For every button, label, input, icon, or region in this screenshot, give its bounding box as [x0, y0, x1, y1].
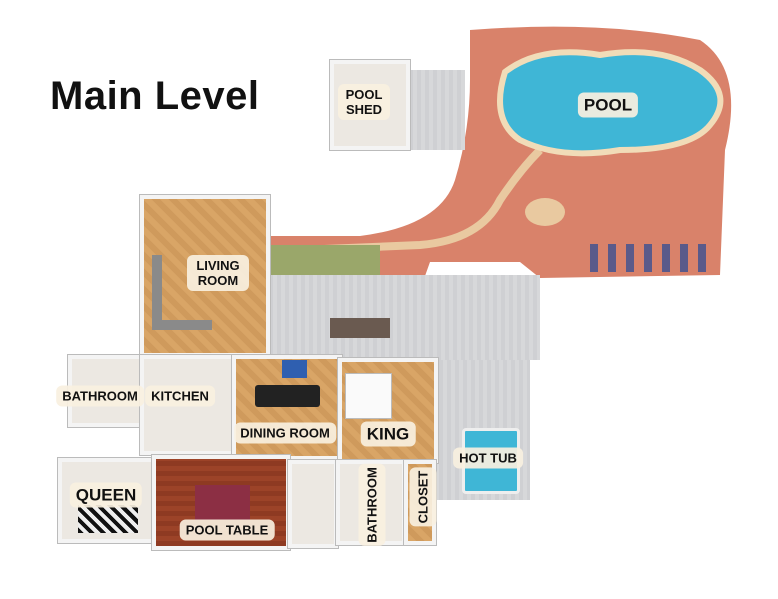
- stairs-area: [288, 460, 338, 548]
- pool-table-label: POOL TABLE: [179, 519, 275, 541]
- lounge-chairs: [590, 244, 706, 272]
- grass: [270, 245, 380, 280]
- pool-table-shape: [195, 485, 250, 520]
- living-room-label: LIVING ROOM: [187, 255, 249, 291]
- living-room-text: LIVING ROOM: [196, 258, 240, 288]
- page-title: Main Level: [50, 74, 260, 118]
- patio-circle: [525, 198, 565, 226]
- kitchen-label: KITCHEN: [145, 385, 215, 407]
- dining-table: [255, 385, 320, 407]
- pool-label: POOL: [577, 92, 639, 118]
- deck-table: [330, 318, 390, 338]
- dining-room-label: DINING ROOM: [234, 422, 336, 444]
- bathroom-bottom-label: BATHROOM: [358, 464, 386, 546]
- shed-deck: [405, 70, 465, 150]
- closet-label: CLOSET: [409, 467, 437, 527]
- blue-rug: [282, 360, 307, 378]
- king-label: KING: [360, 421, 416, 447]
- bathroom-left-label: BATHROOM: [56, 385, 144, 407]
- upper-deck: [265, 275, 540, 360]
- sofa: [152, 255, 212, 330]
- king-bed: [345, 373, 392, 419]
- pool-shed-label: POOL SHED: [338, 84, 390, 120]
- pool-shed-text: POOL SHED: [345, 87, 383, 117]
- patio-path: [299, 147, 543, 254]
- hot-tub-label: HOT TUB: [453, 447, 523, 469]
- queen-label: QUEEN: [69, 482, 143, 508]
- queen-rug: [78, 505, 138, 533]
